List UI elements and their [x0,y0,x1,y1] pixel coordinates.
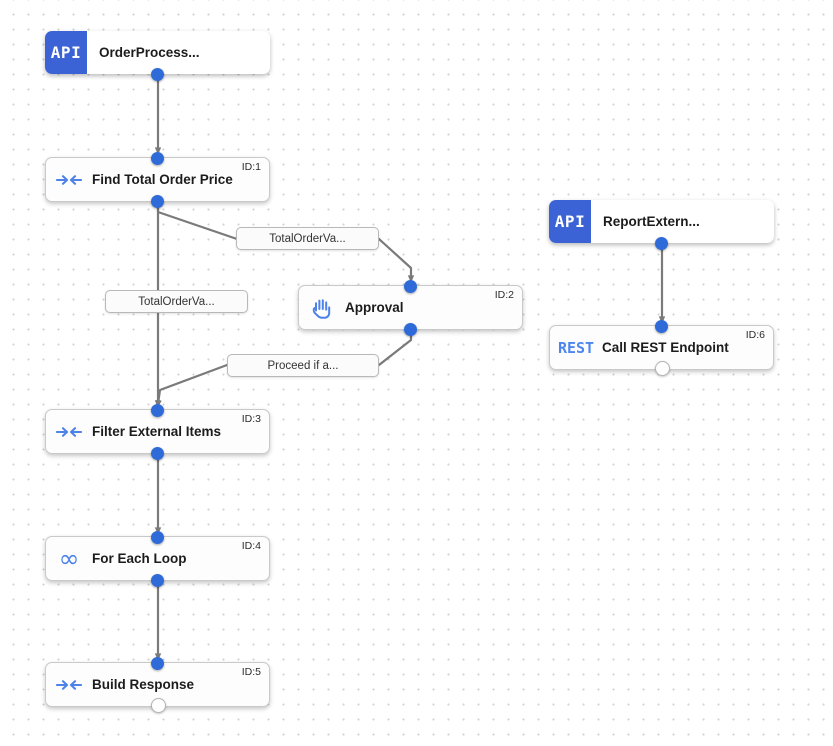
node-id-tag: ID:2 [494,289,514,301]
edge-label-total-order-value-branch[interactable]: TotalOrderVa... [236,227,379,250]
output-port[interactable] [655,236,668,250]
node-find-total-order-price[interactable]: Find Total Order Price ID:1 [45,151,270,208]
node-id-tag: ID:6 [745,329,765,341]
output-port[interactable] [151,194,164,208]
node-approval[interactable]: Approval ID:2 [298,279,523,336]
output-port[interactable] [151,573,164,587]
input-port[interactable] [404,279,417,293]
node-id-tag: ID:5 [241,666,261,678]
merge-arrows-icon [46,172,92,188]
input-port[interactable] [655,319,668,333]
output-port[interactable] [151,67,164,81]
infinity-icon: ∞ [58,544,80,573]
node-title: Build Response [92,677,195,692]
node-id-tag: ID:4 [241,540,261,552]
edge-label-proceed-if[interactable]: Proceed if a... [227,354,379,377]
input-port[interactable] [151,530,164,544]
node-order-process[interactable]: API OrderProcess... [45,31,270,81]
node-call-rest-endpoint[interactable]: REST Call REST Endpoint ID:6 [549,319,774,376]
node-id-tag: ID:3 [241,413,261,425]
node-build-response[interactable]: Build Response ID:5 [45,656,270,713]
node-for-each-loop[interactable]: ∞ For Each Loop ID:4 [45,530,270,587]
input-port[interactable] [151,403,164,417]
node-filter-external-items[interactable]: Filter External Items ID:3 [45,403,270,460]
edge-label-total-order-value-main[interactable]: TotalOrderVa... [105,290,248,313]
input-port[interactable] [151,151,164,165]
api-badge-icon: API [45,31,87,74]
node-id-tag: ID:1 [241,161,261,173]
output-port-open[interactable] [151,697,166,713]
merge-arrows-icon [46,424,92,440]
output-port-open[interactable] [655,360,670,376]
node-title: Filter External Items [92,424,222,439]
node-title: Approval [345,300,404,315]
node-report-external[interactable]: API ReportExtern... [549,200,774,250]
node-title: OrderProcess... [99,45,200,60]
node-title: For Each Loop [92,551,187,566]
node-title: Call REST Endpoint [602,340,729,355]
output-port[interactable] [404,322,417,336]
output-port[interactable] [151,446,164,460]
node-title: ReportExtern... [603,214,700,229]
hand-icon [299,297,345,319]
rest-label-icon: REST [557,338,595,357]
node-title: Find Total Order Price [92,172,233,187]
input-port[interactable] [151,656,164,670]
api-badge-icon: API [549,200,591,243]
merge-arrows-icon [46,677,92,693]
